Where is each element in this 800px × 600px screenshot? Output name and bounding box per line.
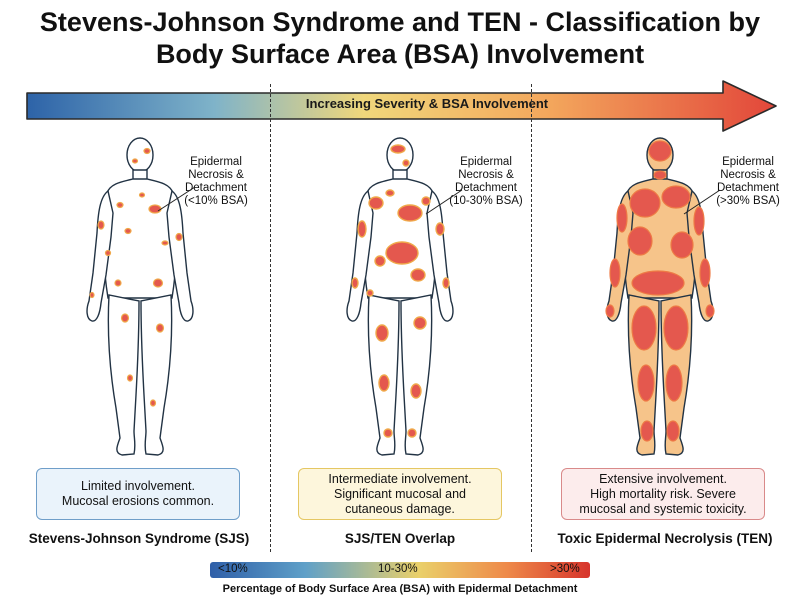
description-line: Extensive involvement. (599, 471, 727, 486)
callout-ten-line: Detachment (716, 182, 779, 194)
title-line-2: Body Surface Area (BSA) Involvement (155, 39, 645, 69)
callout-overlap-line: Necrosis & (458, 169, 514, 181)
panel-divider-1 (270, 84, 271, 552)
scale-tick-high: >30% (550, 563, 580, 575)
callout-overlap-line: Detachment (454, 182, 517, 194)
body-figure-ten (600, 133, 720, 463)
body-outline-overlap (346, 137, 454, 456)
callout-pointer-overlap (425, 189, 463, 215)
scale-tick-mid: 10-30% (378, 563, 418, 575)
body-figure-overlap (340, 133, 460, 463)
callout-sjs-line: Necrosis & (188, 169, 244, 181)
callout-overlap: Epidermal Necrosis & Detachment (10-30% … (441, 156, 531, 208)
severity-arrow-graphic (26, 80, 777, 132)
description-box-ten: Extensive involvement. High mortality ri… (561, 468, 765, 520)
callout-sjs-line: Epidermal (190, 156, 242, 168)
bsa-scale-bar (210, 562, 590, 578)
description-box-overlap: Intermediate involvement. Significant mu… (298, 468, 502, 520)
callout-ten-line: Necrosis & (720, 169, 776, 181)
description-line: cutaneous damage. (345, 501, 455, 516)
description-line: High mortality risk. Severe (590, 486, 736, 501)
description-line: Significant mucosal and (333, 486, 467, 501)
category-label-ten: Toxic Epidermal Necrolysis (TEN) (557, 531, 773, 546)
category-label-overlap: SJS/TEN Overlap (344, 531, 456, 546)
severity-arrow-label: Increasing Severity & BSA Involvement (305, 96, 549, 111)
callout-sjs: Epidermal Necrosis & Detachment (<10% BS… (171, 156, 261, 208)
callout-overlap-line: (10-30% BSA) (449, 195, 523, 207)
description-line: Intermediate involvement. (328, 471, 472, 486)
title-line-1: Stevens-Johnson Syndrome and TEN - Class… (39, 7, 761, 37)
category-label-sjs: Stevens-Johnson Syndrome (SJS) (28, 531, 250, 546)
description-box-sjs: Limited involvement. Mucosal erosions co… (36, 468, 240, 520)
description-line: Limited involvement. (81, 479, 195, 493)
page-title: Stevens-Johnson Syndrome and TEN - Class… (0, 6, 800, 70)
callout-ten: Epidermal Necrosis & Detachment (>30% BS… (703, 156, 793, 208)
callout-ten-line: Epidermal (722, 156, 774, 168)
bsa-scale: <10% 10-30% >30% (210, 560, 590, 580)
severity-arrow: Increasing Severity & BSA Involvement (26, 80, 778, 132)
description-line: mucosal and systemic toxicity. (579, 501, 747, 516)
scale-tick-low: <10% (218, 563, 248, 575)
callout-sjs-line: (<10% BSA) (184, 195, 248, 207)
bsa-scale-caption: Percentage of Body Surface Area (BSA) wi… (222, 583, 578, 595)
body-outline-ten (605, 137, 715, 456)
callout-overlap-line: Epidermal (460, 156, 512, 168)
description-line: Mucosal erosions common. (61, 494, 215, 508)
callout-sjs-line: Detachment (184, 182, 247, 194)
callout-ten-line: (>30% BSA) (716, 195, 780, 207)
callout-pointer-ten (683, 189, 721, 215)
panel-divider-2 (531, 84, 532, 552)
callout-pointer-sjs (157, 186, 196, 212)
